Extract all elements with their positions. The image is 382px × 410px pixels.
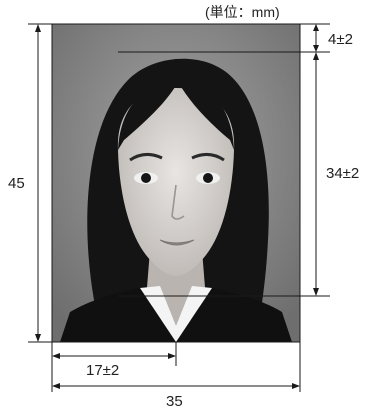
center-offset-label: 17±2 — [86, 362, 120, 379]
right-eyebrow — [191, 153, 225, 162]
suit-left — [60, 288, 176, 342]
width-label: 35 — [166, 393, 183, 410]
left-eyebrow — [129, 153, 163, 162]
face-length-dimension — [118, 52, 330, 297]
top-margin-label: 4±2 — [328, 31, 353, 48]
mouth — [159, 239, 195, 246]
portrait-photo — [52, 24, 300, 342]
center-offset-dimension — [51, 342, 177, 392]
suit-right — [176, 288, 292, 342]
face-length-label: 34±2 — [326, 165, 360, 182]
unit-label: (単位：mm) — [205, 4, 280, 20]
hair-fringe-left — [118, 82, 178, 150]
height-dimension — [28, 23, 52, 343]
shirt-collar — [140, 286, 212, 342]
hair-fringe-right — [178, 82, 234, 150]
face — [117, 88, 235, 276]
nose — [171, 184, 185, 220]
height-label: 45 — [8, 175, 25, 192]
width-dimension — [52, 342, 301, 392]
top-margin-dimension — [118, 23, 330, 53]
